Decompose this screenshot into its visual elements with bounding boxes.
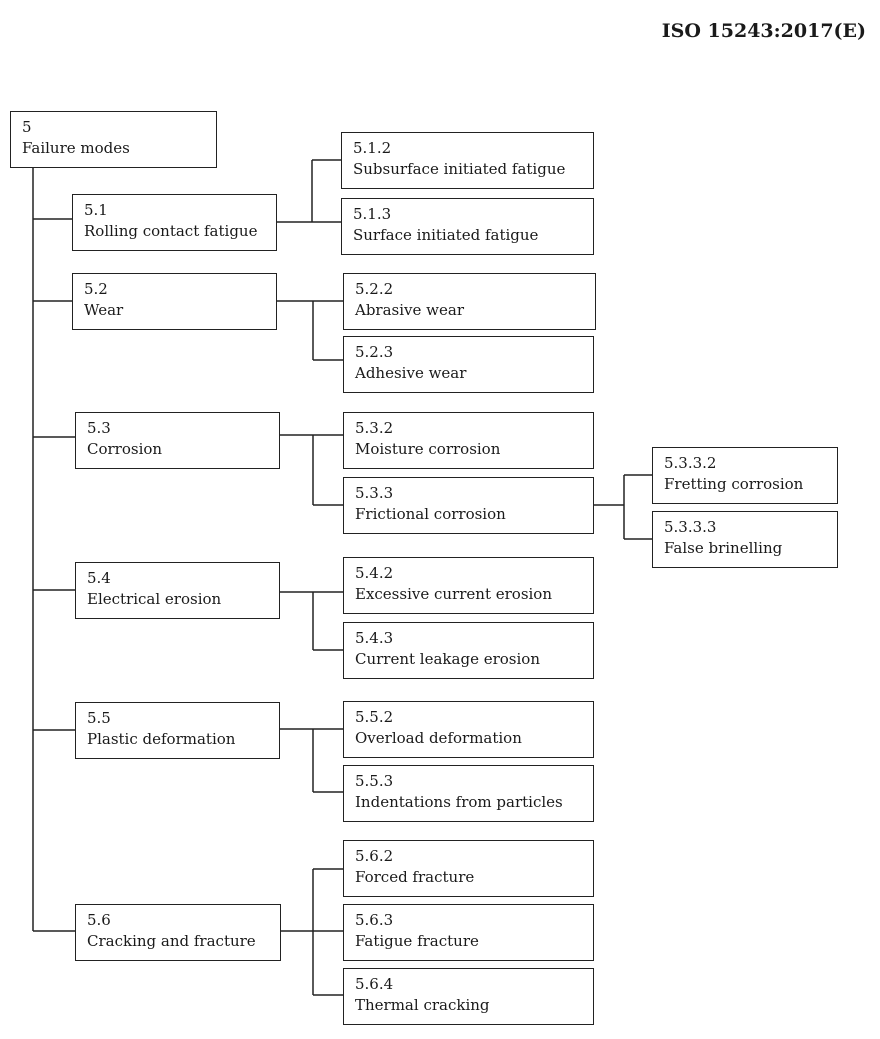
node-5-3-3-3-false-brinelling: 5.3.3.3 False brinelling: [652, 511, 838, 568]
node-5-3-2-moisture-corrosion: 5.3.2 Moisture corrosion: [343, 412, 594, 469]
node-label: Frictional corrosion: [355, 505, 506, 523]
node-5-5-3-indentations-from-particles: 5.5.3 Indentations from particles: [343, 765, 594, 822]
node-code: 5.3.3: [355, 484, 394, 502]
node-label: Failure modes: [22, 139, 130, 157]
node-5-4-2-excessive-current-erosion: 5.4.2 Excessive current erosion: [343, 557, 594, 614]
node-5-3-3-frictional-corrosion: 5.3.3 Frictional corrosion: [343, 477, 594, 534]
node-label: Forced fracture: [355, 868, 475, 886]
node-code: 5.2: [84, 280, 108, 298]
node-code: 5.6.3: [355, 911, 394, 929]
node-code: 5.6.2: [355, 847, 394, 865]
node-code: 5: [22, 118, 32, 136]
node-code: 5.6.4: [355, 975, 394, 993]
node-5-1-3-surface-initiated-fatigue: 5.1.3 Surface initiated fatigue: [341, 198, 594, 255]
node-5-3-3-2-fretting-corrosion: 5.3.3.2 Fretting corrosion: [652, 447, 838, 504]
node-code: 5.3.3.3: [664, 518, 717, 536]
node-label: Electrical erosion: [87, 590, 222, 608]
node-code: 5.3: [87, 419, 111, 437]
node-label: Subsurface initiated fatigue: [353, 160, 566, 178]
node-5-2-3-adhesive-wear: 5.2.3 Adhesive wear: [343, 336, 594, 393]
node-5-5-plastic-deformation: 5.5 Plastic deformation: [75, 702, 280, 759]
node-label: Current leakage erosion: [355, 650, 540, 668]
node-code: 5.1.3: [353, 205, 392, 223]
node-code: 5.4.3: [355, 629, 394, 647]
node-5-6-2-forced-fracture: 5.6.2 Forced fracture: [343, 840, 594, 897]
node-5-6-3-fatigue-fracture: 5.6.3 Fatigue fracture: [343, 904, 594, 961]
node-label: Excessive current erosion: [355, 585, 552, 603]
node-label: False brinelling: [664, 539, 783, 557]
node-5-2-2-abrasive-wear: 5.2.2 Abrasive wear: [343, 273, 596, 330]
node-5-failure-modes: 5 Failure modes: [10, 111, 217, 168]
node-5-5-2-overload-deformation: 5.5.2 Overload deformation: [343, 701, 594, 758]
node-label: Rolling contact fatigue: [84, 222, 258, 240]
node-code: 5.3.2: [355, 419, 394, 437]
node-label: Thermal cracking: [355, 996, 490, 1014]
node-code: 5.3.3.2: [664, 454, 717, 472]
node-label: Cracking and fracture: [87, 932, 256, 950]
node-code: 5.6: [87, 911, 111, 929]
node-label: Overload deformation: [355, 729, 522, 747]
node-5-1-2-subsurface-initiated-fatigue: 5.1.2 Subsurface initiated fatigue: [341, 132, 594, 189]
node-code: 5.2.2: [355, 280, 394, 298]
node-label: Fatigue fracture: [355, 932, 479, 950]
node-5-4-3-current-leakage-erosion: 5.4.3 Current leakage erosion: [343, 622, 594, 679]
node-5-6-cracking-and-fracture: 5.6 Cracking and fracture: [75, 904, 281, 961]
node-code: 5.1.2: [353, 139, 392, 157]
node-code: 5.2.3: [355, 343, 394, 361]
node-code: 5.4: [87, 569, 111, 587]
node-label: Plastic deformation: [87, 730, 236, 748]
node-code: 5.1: [84, 201, 108, 219]
node-label: Moisture corrosion: [355, 440, 501, 458]
node-code: 5.5: [87, 709, 111, 727]
node-5-4-electrical-erosion: 5.4 Electrical erosion: [75, 562, 280, 619]
document-header: ISO 15243:2017(E): [661, 20, 866, 42]
node-code: 5.5.2: [355, 708, 394, 726]
node-5-3-corrosion: 5.3 Corrosion: [75, 412, 280, 469]
node-code: 5.5.3: [355, 772, 394, 790]
node-label: Indentations from particles: [355, 793, 563, 811]
node-5-1-rolling-contact-fatigue: 5.1 Rolling contact fatigue: [72, 194, 277, 251]
node-label: Surface initiated fatigue: [353, 226, 539, 244]
node-label: Adhesive wear: [355, 364, 467, 382]
node-label: Abrasive wear: [355, 301, 464, 319]
node-5-6-4-thermal-cracking: 5.6.4 Thermal cracking: [343, 968, 594, 1025]
node-5-2-wear: 5.2 Wear: [72, 273, 277, 330]
node-label: Wear: [84, 301, 124, 319]
node-label: Corrosion: [87, 440, 163, 458]
node-label: Fretting corrosion: [664, 475, 804, 493]
node-code: 5.4.2: [355, 564, 394, 582]
